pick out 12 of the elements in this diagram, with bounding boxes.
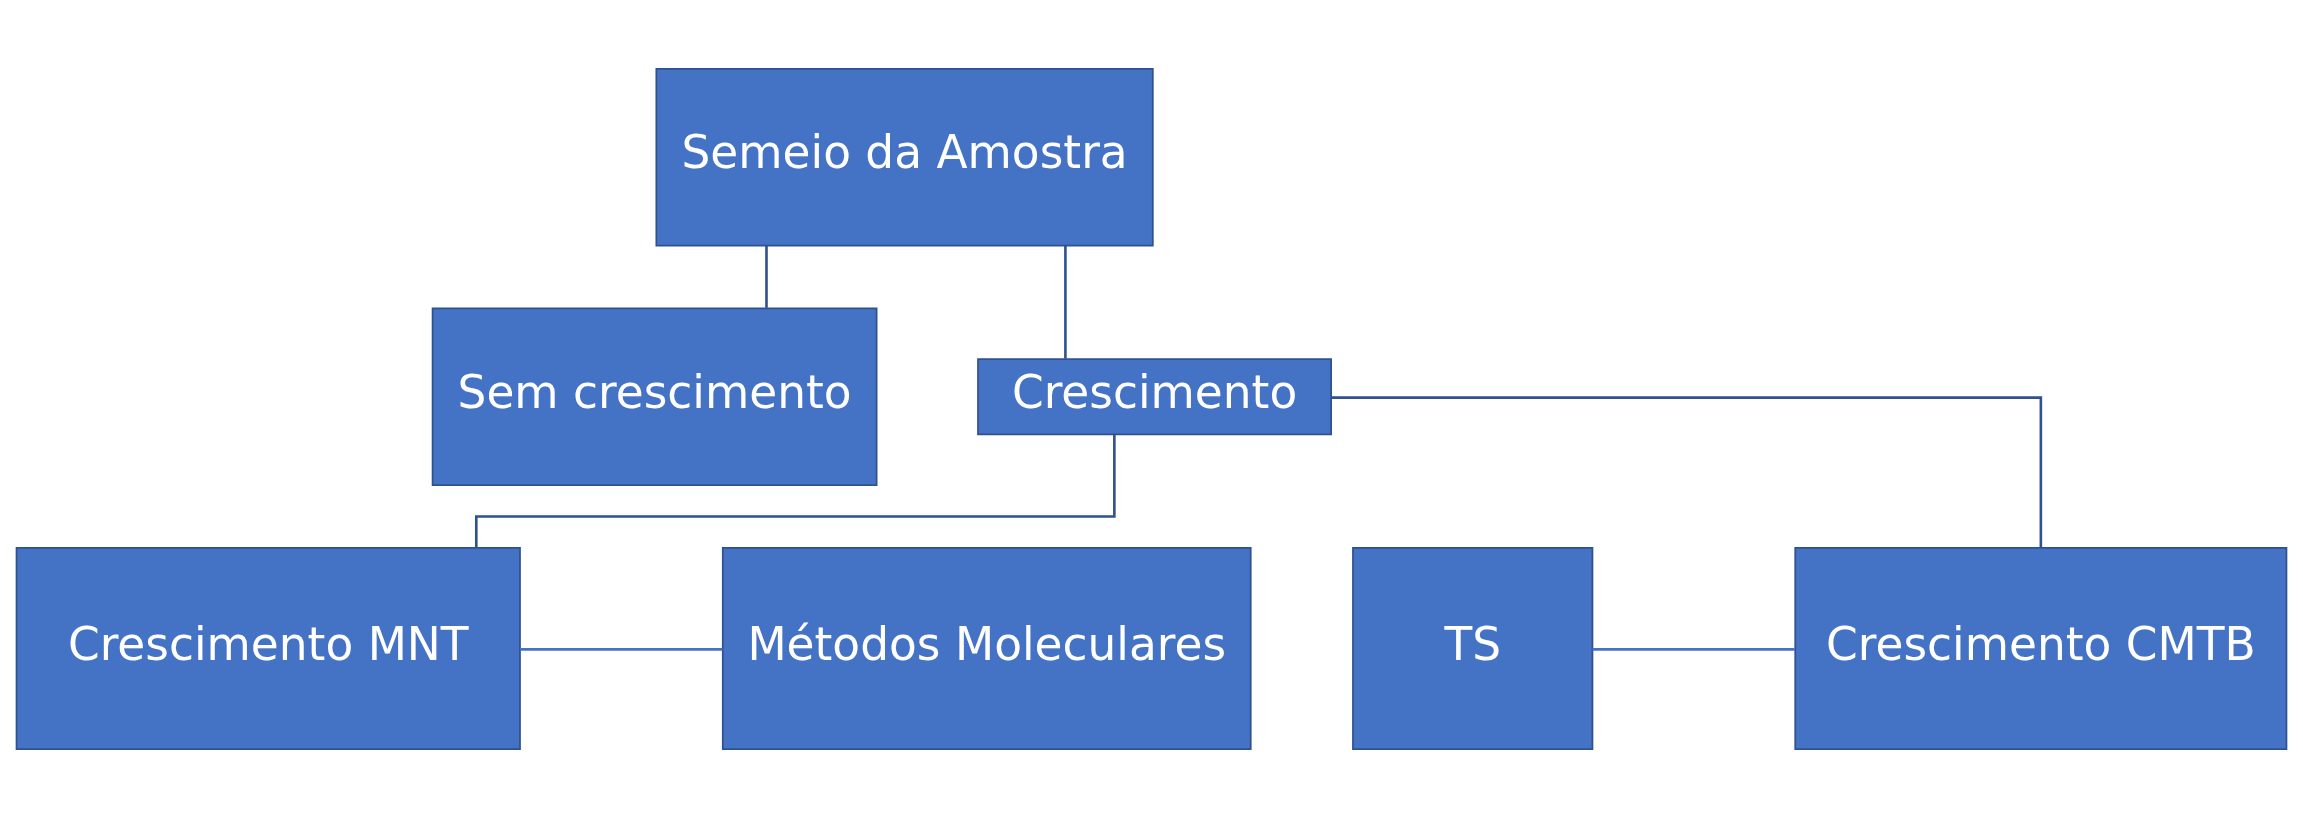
connector — [1331, 395, 2043, 548]
node-box: TS — [1352, 546, 1594, 750]
connector — [1064, 245, 1067, 359]
connector — [1592, 647, 1795, 651]
node-box: Métodos Moleculares — [721, 546, 1252, 750]
connector — [765, 245, 768, 308]
node-box: Crescimento MNT — [15, 546, 521, 750]
node-box: Crescimento — [977, 357, 1332, 435]
node-box: Sem crescimento — [431, 307, 878, 486]
connector — [520, 647, 723, 651]
node-box: Crescimento CMTB — [1794, 546, 2288, 750]
node-box: Semeio da Amostra — [655, 67, 1154, 246]
